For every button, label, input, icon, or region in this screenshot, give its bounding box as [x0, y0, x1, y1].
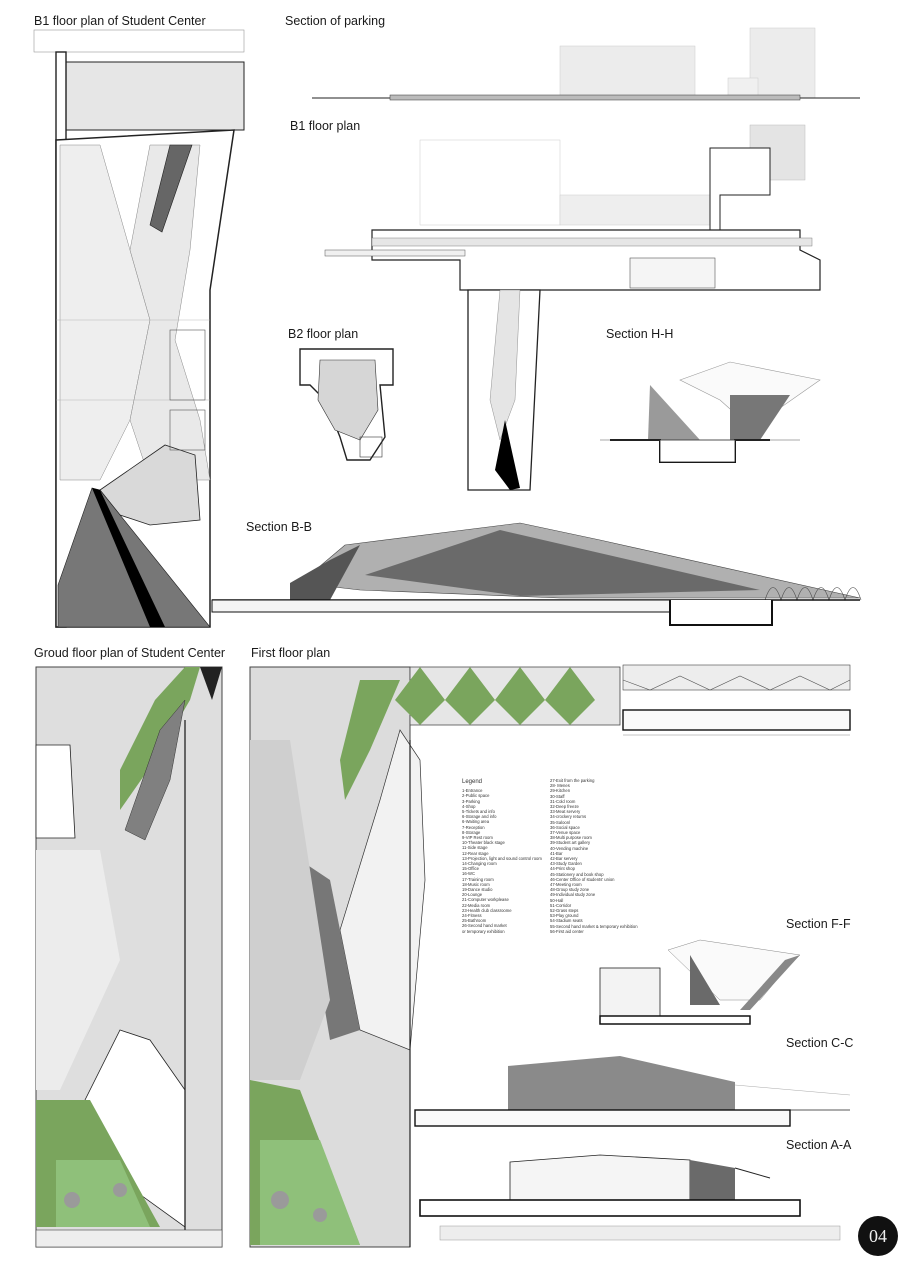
legend-item: 49-Individual study zone	[550, 892, 596, 898]
title-section-bb: Section B-B	[246, 520, 313, 534]
b1-student-center-plan	[33, 29, 245, 628]
legend-item: 44-Print shop	[550, 866, 575, 872]
legend-item: 29-Kitchen	[550, 788, 571, 794]
legend-heading: Legend	[462, 779, 483, 785]
legend-item: 23-Health club classroome	[462, 907, 512, 913]
legend-item: 21-Computer workplease	[462, 897, 509, 903]
legend-item: 14-Changing room	[462, 861, 497, 867]
title-section-ff: Section F-F	[786, 917, 851, 931]
legend-item: 25-Bathroom	[462, 918, 487, 924]
legend-item: 39-Student art gallery	[550, 840, 591, 846]
b2-floor-plan	[299, 348, 394, 461]
legend-item: or temporary exhibition	[462, 928, 505, 934]
legend-item: 8-Storage	[462, 829, 481, 835]
title-section-aa: Section A-A	[786, 1138, 852, 1152]
title-ground-floor-student-center: Groud floor plan of Student Center	[34, 646, 226, 660]
legend-item: 5-Tickets and info	[462, 809, 495, 815]
legend-item: 18-Music room	[462, 881, 490, 887]
legend-item: 45-Stationery and book shop	[550, 871, 604, 877]
legend-item: 13-Projection, light and sound control r…	[462, 855, 542, 861]
legend-item: 24-Fitness	[462, 913, 482, 919]
legend-item: 16-WC	[462, 871, 476, 877]
page-number-badge: 04	[858, 1216, 898, 1256]
legend-item: 17-Training room	[462, 876, 494, 882]
legend-item: 54-Stadium seats	[550, 918, 583, 924]
title-section-hh: Section H-H	[606, 327, 674, 341]
section-detail-top-right	[622, 664, 851, 736]
legend-item: 6-Storage and info	[462, 814, 497, 820]
legend-item: 51-Corridor	[550, 902, 572, 908]
legend-item: 26-Second hand market	[462, 923, 507, 929]
legend-item: 22-Media room	[462, 902, 491, 908]
legend-item: 6-Waiting area	[462, 819, 490, 825]
title-section-parking: Section of parking	[285, 14, 386, 28]
legend-item: 35-Saloonl	[550, 819, 571, 825]
title-first-floor-plan: First floor plan	[251, 646, 331, 660]
legend-item: 50-Hall	[550, 897, 564, 903]
legend-item: 10-Theater black stage	[462, 840, 505, 846]
legend-item: 43-Study Garden	[550, 861, 582, 867]
first-floor-plan	[249, 666, 621, 1248]
section-parking	[312, 27, 860, 101]
legend-item: 3-Parking	[462, 798, 480, 804]
legend-item: 46-Center Office of students' union	[550, 876, 615, 882]
section-bb	[211, 522, 862, 626]
section-aa	[419, 1154, 841, 1241]
legend-item: 41-Bar	[550, 850, 563, 856]
legend-item: 4-Shop	[462, 803, 476, 809]
legend-item: 20-Lounge	[462, 892, 483, 898]
title-b1-student-center: B1 floor plan of Student Center	[34, 14, 206, 28]
legend-item: 48-Group study zone	[550, 887, 590, 893]
legend-item: 1-Entrance	[462, 788, 483, 794]
title-b2-floor-plan: B2 floor plan	[288, 327, 359, 341]
section-hh	[600, 361, 821, 463]
legend-item: 11-Side stage	[462, 845, 488, 851]
legend-item: 53-Play ground	[550, 913, 579, 919]
legend-item: 40-Vending machine	[550, 845, 589, 851]
legend-item: 19-Dance studio	[462, 887, 493, 893]
legend-item: 38-Multi purpose room	[550, 835, 592, 841]
title-section-cc: Section C-C	[786, 1036, 854, 1050]
legend-item: 28- Menes	[550, 783, 570, 789]
legend-item: 31-Cold room	[550, 798, 576, 804]
legend-item: 30-Staff	[550, 793, 565, 799]
ground-floor-student-center-plan	[35, 666, 223, 1248]
legend-item: 55-Second hand market & temporary exhibi…	[550, 923, 638, 929]
legend-item: 37-Venue space	[550, 830, 581, 836]
legend-item: 36-Social space	[550, 824, 580, 830]
legend-item: 9-VIP Rest room	[462, 835, 493, 841]
legend-item: 2-Public space	[462, 793, 490, 799]
b1-floor-plan	[324, 124, 821, 491]
section-cc	[414, 1056, 851, 1127]
legend-item: 52-Grass steps	[550, 908, 579, 914]
legend-item: 15-Office	[462, 866, 479, 872]
title-b1-floor-plan: B1 floor plan	[290, 119, 361, 133]
section-ff	[599, 939, 801, 1025]
legend-item: 32-Deep freeze	[550, 804, 579, 810]
legend-item: 27-Exit from the parking	[550, 778, 595, 783]
legend-item: 47-Meeting room	[550, 882, 582, 888]
legend-item: 42-Bar servery	[550, 856, 578, 862]
legend-item: 33-Meat servery	[550, 809, 581, 815]
legend-item: 7-Reception	[462, 824, 485, 830]
legend-item: 56-First aid center	[550, 928, 584, 934]
legend-item: 34-crockery returns	[550, 814, 587, 820]
legend-item: 12-Rear stage	[462, 850, 489, 856]
